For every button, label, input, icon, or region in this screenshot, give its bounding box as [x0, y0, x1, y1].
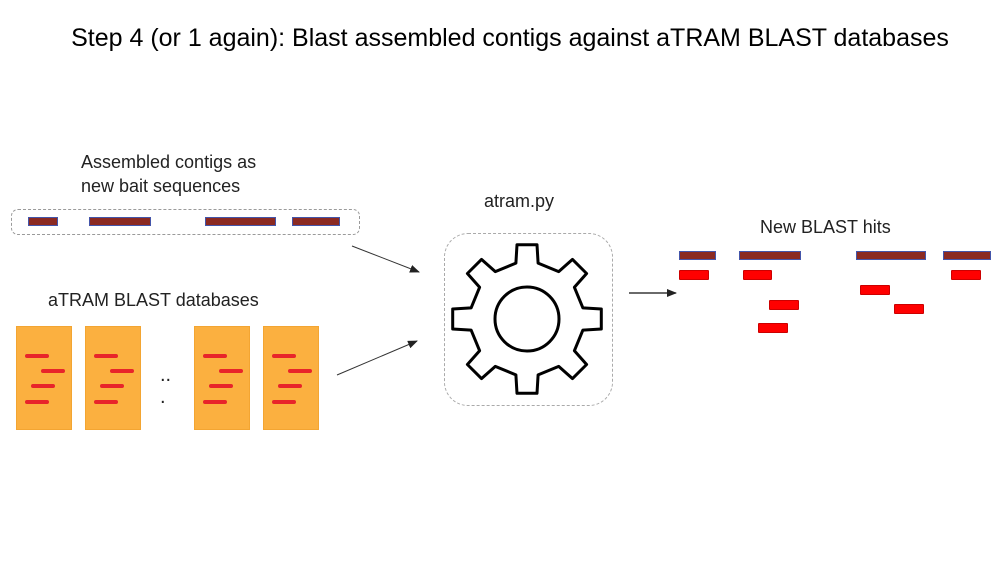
program-label: atram.py — [484, 191, 555, 211]
ellipsis-dots-line1: .. — [160, 364, 172, 386]
arrow-icon — [336, 340, 418, 376]
blast-database-icon — [16, 326, 72, 430]
gear-hole — [493, 285, 561, 353]
contig-bar — [205, 217, 276, 226]
hits-label: New BLAST hits — [760, 217, 891, 237]
contigs-label-line1: Assembled contigs as — [81, 152, 257, 172]
program-box — [444, 233, 613, 406]
blast-hit — [860, 285, 890, 295]
blast-hit — [743, 270, 772, 280]
databases-label: aTRAM BLAST databases — [48, 290, 259, 310]
blast-hit — [894, 304, 924, 314]
contig-bar — [28, 217, 58, 226]
contigs-label-line2: new bait sequences — [81, 176, 241, 196]
contig-bar — [89, 217, 151, 226]
blast-hit — [951, 270, 981, 280]
contig-bar — [739, 251, 801, 260]
contig-bar — [856, 251, 926, 260]
slide-title: Step 4 (or 1 again): Blast assembled con… — [71, 24, 949, 52]
gear-icon — [451, 243, 603, 395]
blast-hit — [679, 270, 709, 280]
contigs-label: Assembled contigs as new bait sequences — [81, 150, 256, 198]
contig-bar — [292, 217, 340, 226]
blast-hit — [758, 323, 788, 333]
blast-database-icon — [263, 326, 319, 430]
arrow-icon — [351, 245, 420, 273]
contig-bar — [679, 251, 716, 260]
contig-bar — [943, 251, 991, 260]
blast-database-icon — [194, 326, 250, 430]
ellipsis-dots: .. . — [160, 364, 171, 408]
ellipsis-dots-line2: . — [160, 386, 166, 408]
blast-hit — [769, 300, 799, 310]
bait-sequences-box — [11, 209, 360, 235]
blast-database-icon — [85, 326, 141, 430]
